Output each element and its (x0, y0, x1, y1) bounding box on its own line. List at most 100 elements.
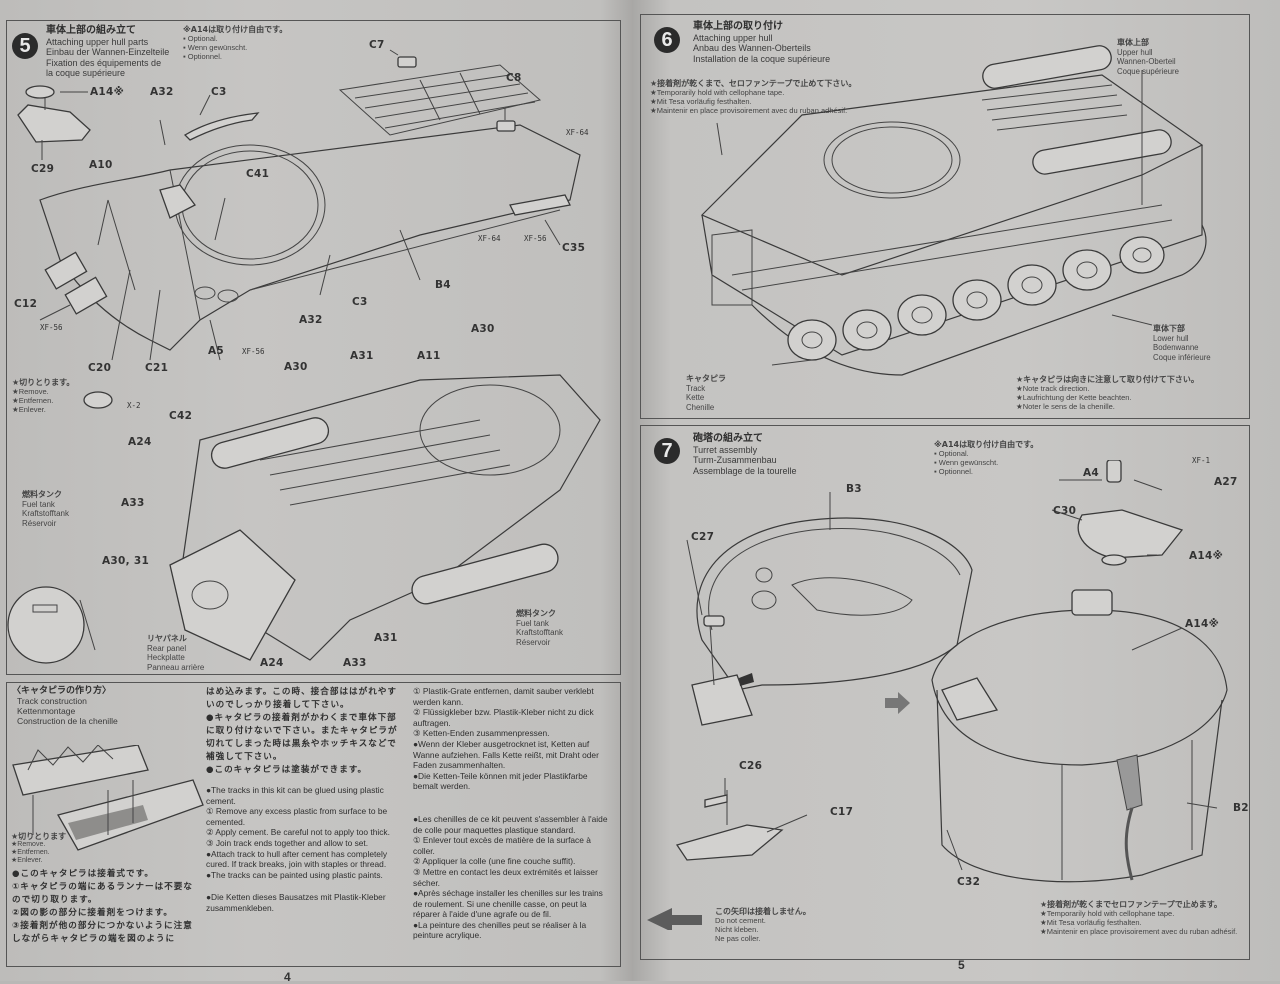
step7-number-badge: 7 (654, 438, 680, 464)
step6-number-badge: 6 (654, 27, 680, 53)
track-note-en: ★Note track direction. (1016, 384, 1090, 393)
part-label-a14-b: A14※ (1185, 618, 1220, 630)
part-label-c35: C35 (562, 242, 586, 254)
fuel-tank-de: Kraftstofftank (22, 509, 69, 518)
jp-col1-line: ●このキャタピラは接着式です。 (12, 869, 154, 879)
track-title-de: Kettenmontage (17, 706, 76, 716)
paint-code-xf56-b: XF-56 (40, 323, 63, 332)
part-label-a14: A14※ (90, 86, 125, 98)
upper-hull-drawing (7, 49, 601, 664)
step6-title-jp: 車体上部の取り付け (693, 21, 783, 32)
optional-note-en: Optional. (187, 34, 218, 43)
paint-code-xf56-a: XF-56 (524, 234, 547, 243)
part-label-c3-bottom: C3 (352, 296, 368, 308)
part-label-c27: C27 (691, 531, 715, 543)
optional-note-fr: Optionnel. (187, 52, 222, 61)
optional-note-fr: Optionnel. (938, 467, 973, 476)
fuel-tank-en: Fuel tank (516, 618, 549, 628)
fr-line: ① Enlever tout excès de matière de la su… (413, 835, 591, 856)
step6-tape-note: ★接着剤が乾くまで、セロファンテープで止めて下さい。 ★Temporarily … (650, 79, 880, 115)
remove-note-jp: ★切りとります。 (12, 378, 75, 387)
part-label-a30-mid: A30 (284, 361, 308, 373)
part-label-a30-31: A30, 31 (102, 555, 150, 567)
jp-col1-line: ③接着剤が他の部分につかないように注意しながらキャタピラの端を図のように (12, 921, 193, 944)
step7-title-jp: 砲塔の組み立て (693, 433, 763, 444)
lower-hull-label: 車体下部 Lower hull Bodenwanne Coque inférie… (1153, 324, 1211, 362)
en-line: ●Attach track to hull after cement has c… (206, 848, 388, 870)
part-label-a27: A27 (1214, 476, 1238, 488)
step7-title-de: Turm-Zusammenbau (693, 455, 777, 465)
step5-title-jp: 車体上部の組み立て (46, 25, 136, 36)
optional-note-en: Optional. (938, 449, 969, 458)
part-label-a24-bottom: A24 (260, 657, 284, 669)
tape-note-fr: ★Maintenir en place provisoirement avec … (1040, 927, 1238, 936)
paint-code-xf64-a: XF-64 (566, 128, 589, 137)
paint-code-xf1: XF-1 (1192, 456, 1211, 465)
step5-title-de: Einbau der Wannen-Einzelteile (46, 47, 170, 57)
en-line: ① Remove any excess plastic from surface… (206, 806, 388, 827)
step5-number-badge: 5 (12, 33, 38, 59)
track-label-jp: キャタピラ (686, 374, 726, 383)
part-label-a31-bottom: A31 (374, 632, 398, 644)
track-direction-note: ★キャタピラは向きに注意して取り付けて下さい。 ★Note track dire… (1016, 375, 1199, 411)
step5-title-en: Attaching upper hull parts (46, 36, 149, 47)
tape-note-jp: ★接着剤が乾くまで、セロファンテープで止めて下さい。 (650, 79, 857, 88)
track-remove-fr: ★Enlever. (11, 857, 43, 864)
track-label: キャタピラ Track Kette Chenille (686, 374, 726, 412)
fr-line: ●La peinture des chenilles peut se réali… (413, 919, 587, 941)
track-construction-title: 〈キャタピラの作り方〉 Track construction Kettenmon… (12, 686, 118, 726)
fr-line: ●Après séchage installer les chenilles s… (413, 888, 603, 920)
part-label-c12: C12 (14, 298, 38, 310)
step5-title-fr-1: Fixation des équipements de (46, 57, 162, 68)
part-label-c21: C21 (145, 362, 169, 374)
fr-line: ③ Mettre en contact les deux extrémités … (413, 866, 598, 888)
de-start-line: ●Die Ketten dieses Bausatzes mit Plastik… (206, 892, 386, 913)
step7-title-fr: Assemblage de la tourelle (693, 465, 797, 476)
lower-hull-de: Bodenwanne (1153, 343, 1199, 352)
step7-title: 砲塔の組み立て Turret assembly Turm-Zusammenbau… (693, 433, 797, 476)
track-remove-de: ★Entfernen. (11, 849, 50, 856)
track-label-de: Kette (686, 393, 705, 402)
right-page: 6 車体上部の取り付け Attaching upper hull Anbau d… (632, 0, 1280, 981)
tape-note-de: ★Mit Tesa vorläufig festhalten. (1040, 918, 1142, 927)
de-line: ●Die Ketten-Teile können mit jeder Plast… (413, 770, 588, 792)
turret-drawing (647, 460, 1228, 930)
fr-line: ●Les chenilles de ce kit peuvent s'assem… (413, 813, 608, 835)
part-label-a32-top: A32 (150, 86, 174, 98)
fuel-tank-label-left: 燃料タンク Fuel tank Kraftstofftank Réservoir (22, 490, 69, 528)
optional-note-de: Wenn gewünscht. (938, 458, 999, 467)
tape-note-de: ★Mit Tesa vorläufig festhalten. (650, 97, 752, 106)
tape-note-fr: ★Maintenir en place provisoirement avec … (650, 106, 848, 115)
part-label-c26: C26 (739, 760, 763, 772)
no-cement-fr: Ne pas coller. (715, 934, 761, 943)
track-remove-en: ★Remove. (11, 841, 46, 848)
part-label-c29: C29 (31, 163, 55, 175)
part-label-c30: C30 (1053, 505, 1077, 517)
step6-title-de: Anbau des Wannen-Oberteils (693, 43, 811, 53)
step7-optional-note: ※A14は取り付け自由です。 ▪ Optional. ▪ Wenn gewüns… (934, 440, 1039, 476)
lower-hull-en: Lower hull (1153, 333, 1189, 343)
left-page: 5 車体上部の組み立て Attaching upper hull parts E… (0, 0, 632, 984)
track-instructions-col3: ① Plastik-Grate entfernen, damit sauber … (413, 686, 608, 941)
paint-code-x2: X-2 (127, 401, 141, 410)
rear-panel-label: リヤパネル Rear panel Heckplatte Panneau arri… (147, 634, 204, 672)
fuel-tank-jp: 燃料タンク (22, 490, 62, 499)
part-label-a33-left: A33 (121, 497, 145, 509)
part-label-c7: C7 (369, 39, 385, 51)
paint-code-xf56-c: XF-56 (242, 347, 265, 356)
no-cement-jp: この矢印は接着しません。 (715, 907, 811, 916)
part-label-c3-top: C3 (211, 86, 227, 98)
upper-hull-jp: 車体上部 (1117, 38, 1149, 47)
upper-hull-label: 車体上部 Upper hull Wannen-Oberteil Coque su… (1117, 38, 1179, 76)
step6-title: 車体上部の取り付け Attaching upper hull Anbau des… (693, 21, 830, 64)
step7-panel (640, 425, 1250, 960)
part-label-a14-a: A14※ (1189, 550, 1224, 562)
track-note-de: ★Laufrichtung der Kette beachten. (1016, 393, 1132, 402)
track-title-fr: Construction de la chenille (17, 716, 118, 726)
rear-panel-de: Heckplatte (147, 653, 185, 662)
jp-col1-line: ①キャタピラの端にあるランナーは不要なので切り取ります。 (12, 882, 193, 905)
jp-col1-line: ②図の影の部分に接着剤をつけます。 (12, 908, 173, 918)
step7-tape-note: ★接着剤が乾くまでセロファンテープで止めます。 ★Temporarily hol… (1040, 900, 1237, 936)
fuel-tank-fr: Réservoir (22, 518, 57, 528)
jp-col2-line: はめ込みます。この時、接合部ははがれやすいのでしっかり接着して下さい。 (206, 687, 398, 710)
